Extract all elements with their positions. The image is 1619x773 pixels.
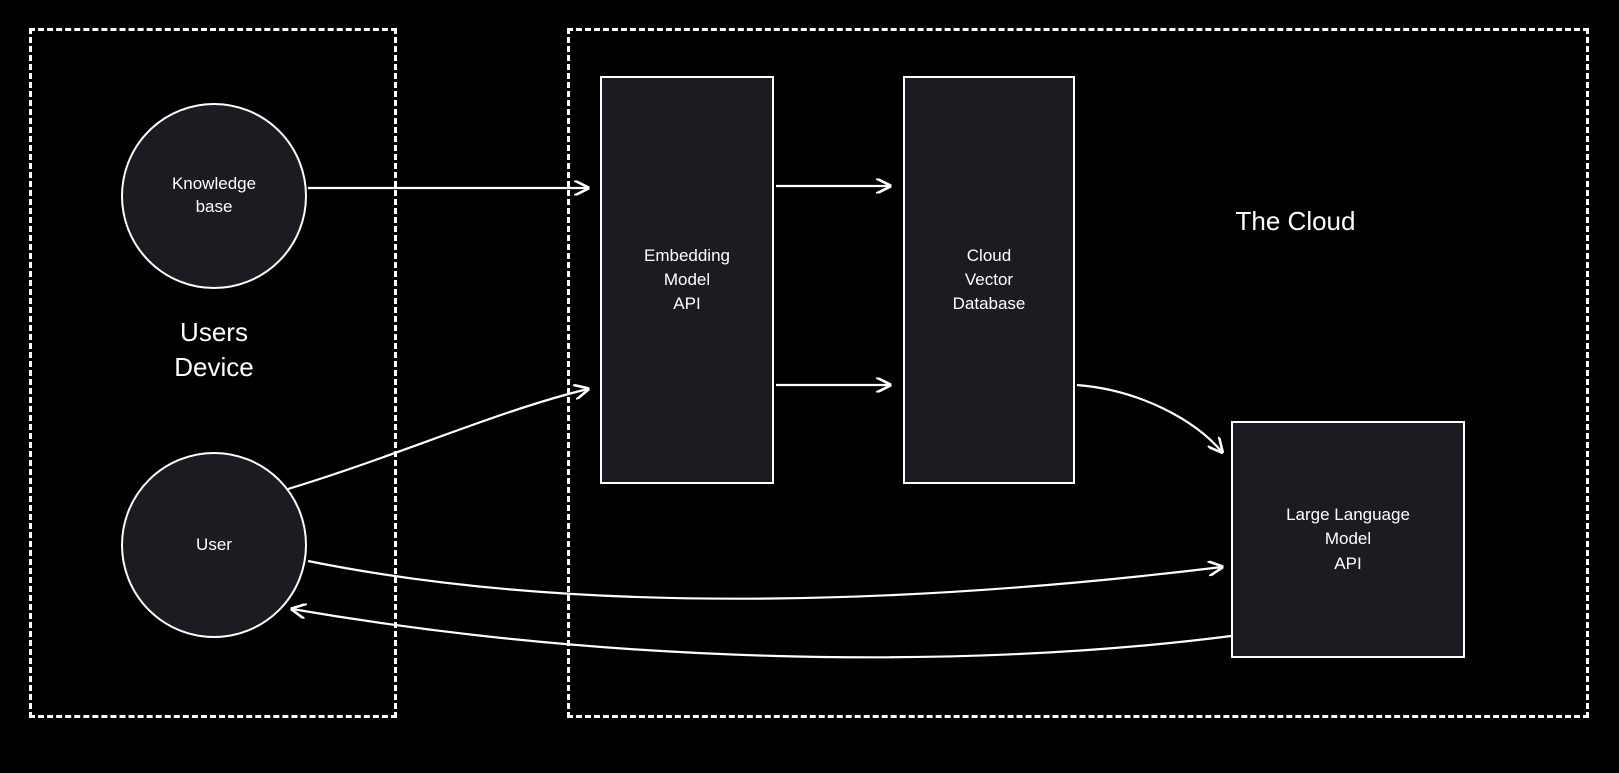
node-large-language-model-api-label: Large Language Model API bbox=[1286, 505, 1410, 573]
zone-users-device bbox=[29, 28, 397, 718]
node-user[interactable]: User bbox=[121, 452, 307, 638]
node-cloud-vector-database[interactable]: Cloud Vector Database bbox=[903, 76, 1075, 484]
node-embedding-model-api-label: Embedding Model API bbox=[643, 245, 730, 314]
zone-label-users-device: Users Device bbox=[174, 317, 254, 382]
zone-label-the-cloud: The Cloud bbox=[1235, 206, 1356, 236]
node-embedding-model-api[interactable]: Embedding Model API bbox=[600, 76, 774, 484]
node-user-label: User bbox=[196, 534, 232, 554]
node-knowledge-base-label: Knowledge base bbox=[171, 174, 257, 216]
node-cloud-vector-database-label: Cloud Vector Database bbox=[952, 245, 1026, 314]
node-large-language-model-api[interactable]: Large Language Model API bbox=[1231, 421, 1465, 658]
zone-the-cloud bbox=[567, 28, 1589, 718]
node-knowledge-base[interactable]: Knowledge base bbox=[121, 103, 307, 289]
